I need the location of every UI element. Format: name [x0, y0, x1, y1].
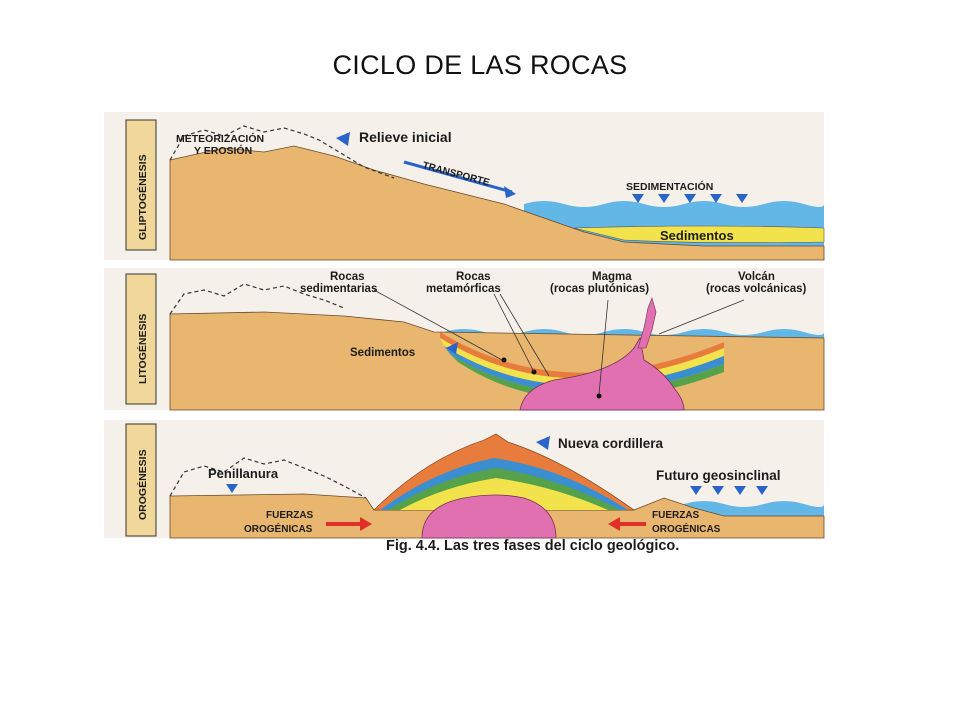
- label-fuerzas-right-1: FUERZAS: [652, 510, 700, 521]
- label-rocas-met-1: Rocas: [456, 271, 491, 283]
- point-sed: [501, 357, 507, 363]
- slide-title: CICLO DE LAS ROCAS: [332, 50, 628, 80]
- leader-met-2: [499, 293, 550, 377]
- old-relief-line-2: [169, 283, 345, 315]
- label-rocas-sed-2: sedimentarias: [300, 283, 377, 295]
- land-1: [169, 145, 825, 261]
- magma-dome: [421, 494, 557, 539]
- transport-arrow-icon: [504, 186, 516, 198]
- label-rocas-met-2: metamórficas: [426, 283, 501, 295]
- leader-sed: [373, 289, 503, 361]
- phase-label-orogenesis: OROGÉNESIS: [136, 449, 149, 520]
- label-fuerzas-left-1: FUERZAS: [266, 510, 314, 521]
- force-arrow-left-icon: [360, 517, 372, 531]
- label-relieve-inicial: Relieve inicial: [359, 129, 452, 145]
- label-fuerzas-left-2: OROGÉNICAS: [244, 522, 313, 535]
- phase-label-bar-1: [125, 119, 157, 251]
- magma-body: [519, 336, 685, 411]
- phase-label-bar-3: [125, 423, 157, 537]
- sediment-layer-1: [573, 225, 825, 243]
- force-arrow-right-icon: [608, 517, 620, 531]
- label-penillanura: Penillanura: [208, 466, 279, 481]
- volcano-conduit: [637, 297, 657, 349]
- label-meteorizacion: METEORIZACIÓN: [176, 132, 264, 145]
- panel-gliptogenesis: GLIPTOGÉNESIS METEORIZACIÓN Y EROSIÓN Re…: [104, 112, 825, 261]
- arrow-relieve-icon: [336, 132, 350, 146]
- panel-orogenesis: OROGÉNESIS Nueva cordillera Penillanura …: [104, 420, 825, 539]
- label-sedimentos-1: Sedimentos: [660, 228, 734, 243]
- old-relief-line-3: [169, 457, 367, 499]
- transport-arrow-line: [403, 160, 513, 194]
- label-magma-2: (rocas plutónicas): [550, 283, 649, 295]
- label-nueva-cordillera: Nueva cordillera: [558, 436, 664, 451]
- phase-label-bar-2: [125, 273, 157, 405]
- rock-cycle-figure: GLIPTOGÉNESIS METEORIZACIÓN Y EROSIÓN Re…: [104, 112, 825, 554]
- leader-volcan: [658, 299, 745, 335]
- initial-relief-line: [169, 125, 395, 179]
- label-rocas-sed-1: Rocas: [330, 271, 365, 283]
- label-sedimentacion: SEDIMENTACIÓN: [626, 180, 713, 193]
- label-volcan-1: Volcán: [738, 271, 775, 283]
- label-sedimentos-2: Sedimentos: [350, 347, 415, 359]
- leader-met-1: [493, 293, 535, 373]
- label-magma-1: Magma: [592, 271, 632, 283]
- label-y-erosion: Y EROSIÓN: [194, 144, 252, 157]
- figure-caption: Fig. 4.4. Las tres fases del ciclo geoló…: [386, 538, 679, 554]
- label-fuerzas-right-2: OROGÉNICAS: [652, 522, 721, 535]
- point-magma: [596, 393, 602, 399]
- panel-litogenesis: LITOGÉNESIS Rocas sedimentarias Rocas me…: [104, 268, 825, 411]
- leader-magma: [598, 299, 609, 395]
- arrow-sedimentos-icon: [446, 342, 458, 354]
- phase-label-litogenesis: LITOGÉNESIS: [136, 314, 149, 384]
- phase-label-gliptogenesis: GLIPTOGÉNESIS: [136, 154, 149, 240]
- label-futuro: Futuro geosinclinal: [656, 468, 781, 483]
- arrow-cordillera-icon: [536, 436, 550, 450]
- label-volcan-2: (rocas volcánicas): [706, 283, 807, 295]
